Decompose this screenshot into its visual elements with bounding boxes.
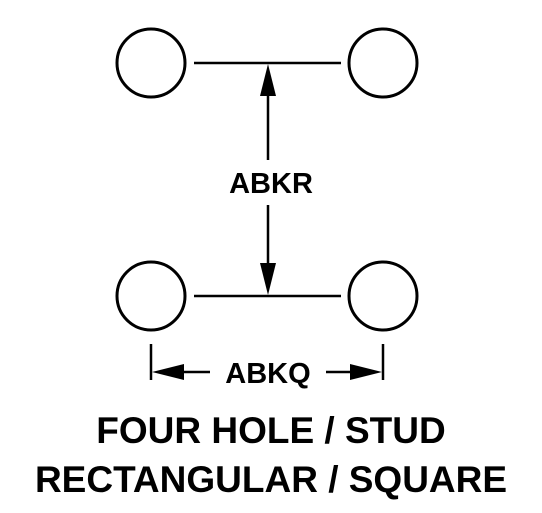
hole-bottom-right	[347, 260, 419, 332]
vertical-arrowhead-down	[260, 263, 276, 295]
horizontal-arrowhead-right	[350, 364, 382, 380]
hole-top-right	[347, 27, 419, 99]
diagram-title-line-2: RECTANGULAR / SQUARE	[35, 459, 507, 500]
horizontal-dimension: ABKQ	[149, 344, 385, 390]
vertical-arrowhead-up	[260, 64, 276, 96]
diagram-title-line-1: FOUR HOLE / STUD	[96, 410, 445, 451]
vertical-dimension: ABKR	[229, 64, 313, 295]
hole-bottom-left	[115, 260, 187, 332]
horizontal-arrowhead-left	[152, 364, 184, 380]
hole-top-left	[115, 27, 187, 99]
horizontal-dimension-label: ABKQ	[225, 358, 310, 390]
vertical-dimension-label: ABKR	[229, 168, 313, 200]
